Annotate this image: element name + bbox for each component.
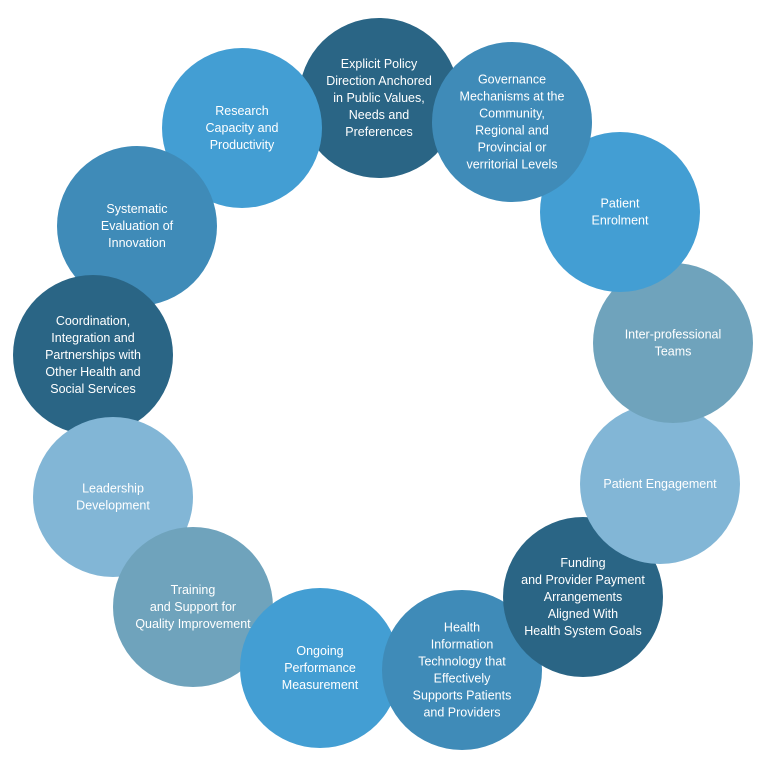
node-label-line: and Provider Payment [521,573,645,587]
node-circle [299,18,459,178]
node-label-line: Information [431,638,494,652]
node-label-line: Governance [478,73,546,87]
node-circle [13,275,173,435]
node-label-line: Arrangements [544,590,623,604]
node-label-line: Integration and [51,331,134,345]
node-label-line: Funding [560,556,605,570]
node-label-line: Explicit Policy [341,57,418,71]
node-label-line: Regional and [475,124,549,138]
node-label-line: Health System Goals [524,624,641,638]
node-label-line: Productivity [210,138,275,152]
node-label-line: Needs and [349,108,410,122]
node-label-line: Direction Anchored [326,74,432,88]
node-circle [33,417,193,577]
node-circle [382,590,542,750]
node-label-line: Partnerships with [45,348,141,362]
node-label-line: Patient Engagement [603,477,717,491]
node-label-line: Community, [479,107,545,121]
node-label-line: Evaluation of [101,219,174,233]
node-label-line: Training [171,583,216,597]
node-label-line: Effectively [434,672,491,686]
node-circle [113,527,273,687]
node-circle [57,146,217,306]
node-circle [162,48,322,208]
node-circle [540,132,700,292]
node-circle [432,42,592,202]
node-label-line: Provincial or [478,141,547,155]
node-label-line: Aligned With [548,607,618,621]
node-label: Patient Engagement [603,477,717,491]
node-label-line: Teams [655,345,692,359]
node-label-line: and Providers [423,706,500,720]
node-label-line: Systematic [106,202,167,216]
node-label-line: Health [444,621,480,635]
node-label-line: Measurement [282,678,359,692]
node-patient-engagement: Patient Engagement [580,404,740,564]
node-label-line: Research [215,104,269,118]
node-label-line: Ongoing [296,644,343,658]
node-label-line: Capacity and [206,121,279,135]
node-label-line: verritorial Levels [466,158,557,172]
node-label-line: Development [76,499,150,513]
node-label-line: Preferences [345,125,412,139]
node-label-line: Inter-professional [625,328,722,342]
node-label-line: in Public Values, [333,91,425,105]
node-circle [593,263,753,423]
node-label-line: Leadership [82,482,144,496]
node-label-line: Performance [284,661,356,675]
node-label-line: Enrolment [592,214,649,228]
node-label-line: Supports Patients [413,689,512,703]
node-circle [580,404,740,564]
node-label-line: Quality Improvement [135,617,251,631]
node-label-line: and Support for [150,600,236,614]
node-label-line: Coordination, [56,314,130,328]
node-circle [240,588,400,748]
node-label-line: Other Health and [45,365,140,379]
node-label-line: Mechanisms at the [460,90,565,104]
node-label-line: Technology that [418,655,506,669]
node-label-line: Patient [601,197,640,211]
node-circle [503,517,663,677]
node-label-line: Innovation [108,236,166,250]
node-label-line: Social Services [50,382,135,396]
